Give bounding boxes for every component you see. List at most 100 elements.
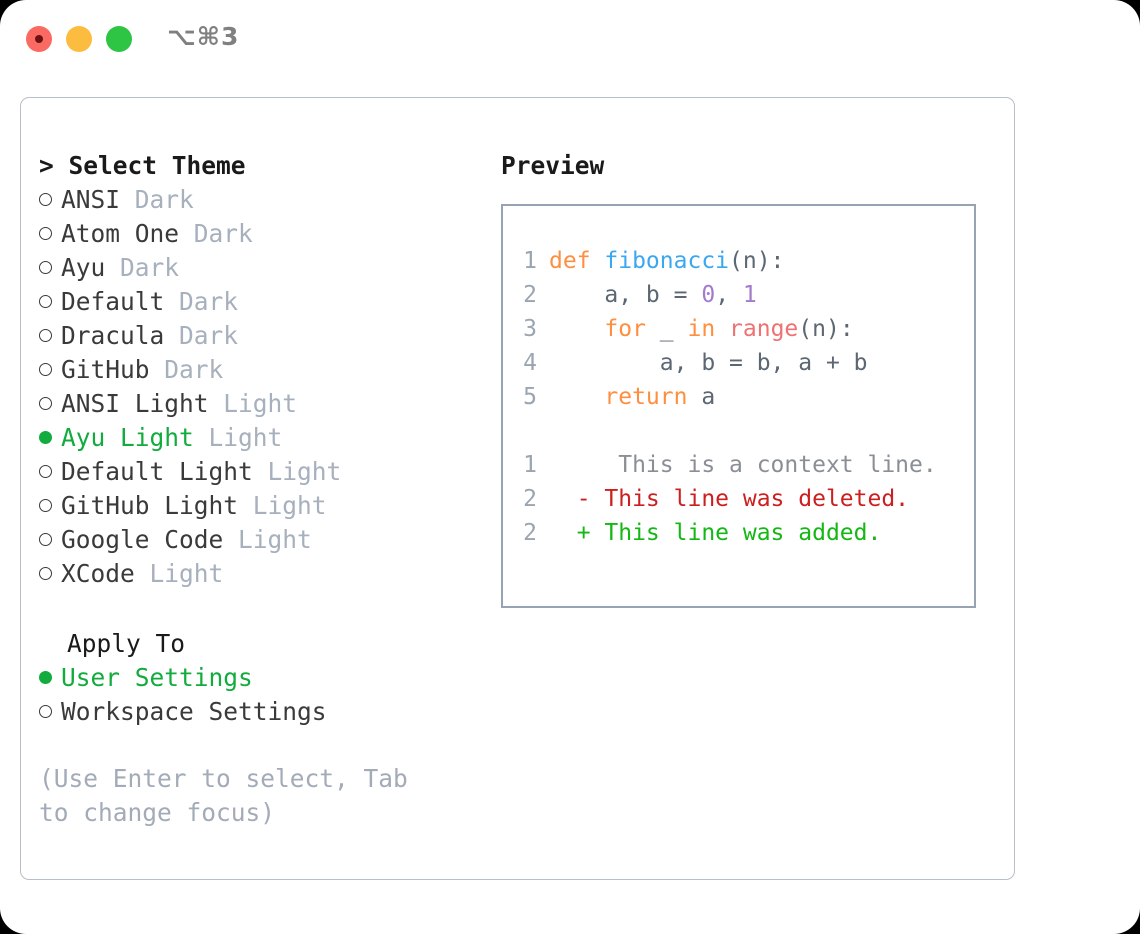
line-number: 1 bbox=[523, 248, 537, 274]
code-token: a, b = bbox=[549, 282, 702, 308]
theme-list-item[interactable]: Default Light Light bbox=[39, 455, 469, 489]
theme-list-item[interactable]: ANSI Dark bbox=[39, 183, 469, 217]
code-token: 0 bbox=[701, 282, 716, 308]
close-button[interactable] bbox=[26, 26, 52, 52]
theme-list-item[interactable]: Default Dark bbox=[39, 285, 469, 319]
theme-variant: Light bbox=[223, 389, 298, 418]
code-token: a bbox=[687, 384, 716, 410]
radio-selected-icon bbox=[39, 671, 52, 684]
theme-name: Dracula bbox=[61, 321, 165, 350]
line-number: 2 bbox=[523, 486, 537, 512]
theme-variant: Dark bbox=[193, 219, 253, 248]
theme-list-item[interactable]: Google Code Light bbox=[39, 523, 469, 557]
radio-unselected-icon bbox=[39, 227, 52, 240]
theme-name: GitHub bbox=[61, 355, 150, 384]
radio-unselected-icon bbox=[39, 295, 52, 308]
line-number: 1 bbox=[523, 452, 537, 478]
theme-variant: Dark bbox=[179, 321, 239, 350]
radio-unselected-icon bbox=[39, 193, 52, 206]
line-number: 2 bbox=[523, 520, 537, 546]
apply-to-label: User Settings bbox=[61, 663, 253, 692]
radio-selected-icon bbox=[39, 431, 52, 444]
theme-variant: Dark bbox=[164, 355, 224, 384]
code-token: in bbox=[687, 316, 716, 342]
diff-line: 1 This is a context line. bbox=[517, 448, 974, 482]
code-line: 5 return a bbox=[517, 380, 974, 414]
theme-list-item[interactable]: GitHub Light Light bbox=[39, 489, 469, 523]
theme-name: Ayu bbox=[61, 253, 106, 282]
code-token: for bbox=[604, 316, 646, 342]
apply-to-title: Apply To bbox=[67, 629, 186, 658]
diff-text: This is a context line. bbox=[549, 452, 937, 478]
theme-variant: Dark bbox=[179, 287, 239, 316]
line-number: 5 bbox=[523, 384, 537, 410]
code-token: , bbox=[715, 282, 743, 308]
code-token: (n): bbox=[729, 248, 785, 274]
theme-name: Atom One bbox=[61, 219, 180, 248]
code-line: 2 a, b = 0, 1 bbox=[517, 278, 974, 312]
line-number: 4 bbox=[523, 350, 537, 376]
theme-variant: Light bbox=[149, 559, 224, 588]
keyboard-hint: (Use Enter to select, Tab to change focu… bbox=[39, 764, 423, 827]
code-token bbox=[549, 316, 604, 342]
code-token: (n): bbox=[798, 316, 854, 342]
theme-list-item[interactable]: ANSI Light Light bbox=[39, 387, 469, 421]
line-number: 2 bbox=[523, 282, 537, 308]
theme-variant: Light bbox=[208, 423, 283, 452]
line-number: 3 bbox=[523, 316, 537, 342]
zoom-button[interactable] bbox=[106, 26, 132, 52]
radio-unselected-icon bbox=[39, 397, 52, 410]
code-token: range bbox=[729, 316, 799, 342]
radio-unselected-icon bbox=[39, 567, 52, 580]
code-line: 3 for _ in range(n): bbox=[517, 312, 974, 346]
theme-name: Google Code bbox=[61, 525, 224, 554]
code-token: fibonacci bbox=[604, 248, 730, 274]
radio-unselected-icon bbox=[39, 533, 52, 546]
code-token: return bbox=[604, 384, 688, 410]
code-token: a, b = b, a + b bbox=[549, 350, 868, 376]
theme-list-item[interactable]: Ayu Light Light bbox=[39, 421, 469, 455]
diff-text: - This line was deleted. bbox=[549, 486, 910, 512]
radio-unselected-icon bbox=[39, 261, 52, 274]
theme-list-item[interactable]: Ayu Dark bbox=[39, 251, 469, 285]
diff-line: 2 + This line was added. bbox=[517, 516, 974, 550]
code-token bbox=[549, 384, 604, 410]
theme-list-item[interactable]: GitHub Dark bbox=[39, 353, 469, 387]
window-controls bbox=[26, 26, 132, 52]
theme-variant: Dark bbox=[120, 253, 180, 282]
theme-name: ANSI bbox=[61, 185, 121, 214]
theme-name: ANSI Light bbox=[61, 389, 209, 418]
spacer bbox=[39, 591, 469, 627]
minimize-button[interactable] bbox=[66, 26, 92, 52]
code-token: _ bbox=[645, 316, 688, 342]
apply-to-item[interactable]: User Settings bbox=[39, 661, 469, 695]
apply-to-item[interactable]: Workspace Settings bbox=[39, 695, 469, 729]
preview-title: Preview bbox=[501, 151, 605, 180]
theme-list-header: > Select Theme bbox=[39, 151, 246, 180]
title-bar: ⌥⌘3 bbox=[0, 0, 1140, 78]
code-spacer bbox=[517, 414, 974, 448]
theme-list-item[interactable]: XCode Light bbox=[39, 557, 469, 591]
theme-variant: Dark bbox=[134, 185, 194, 214]
code-token bbox=[715, 316, 729, 342]
theme-name: Default bbox=[61, 287, 165, 316]
theme-variant: Light bbox=[238, 525, 312, 554]
theme-variant: Light bbox=[267, 457, 342, 486]
diff-text: + This line was added. bbox=[549, 520, 882, 546]
keyboard-shortcut-label: ⌥⌘3 bbox=[167, 22, 240, 51]
theme-name: Ayu Light bbox=[61, 423, 194, 452]
theme-list-item[interactable]: Dracula Dark bbox=[39, 319, 469, 353]
theme-name: Default Light bbox=[61, 457, 253, 486]
theme-list-item[interactable]: Atom One Dark bbox=[39, 217, 469, 251]
code-token: 1 bbox=[742, 282, 757, 308]
theme-name: GitHub Light bbox=[61, 491, 239, 520]
